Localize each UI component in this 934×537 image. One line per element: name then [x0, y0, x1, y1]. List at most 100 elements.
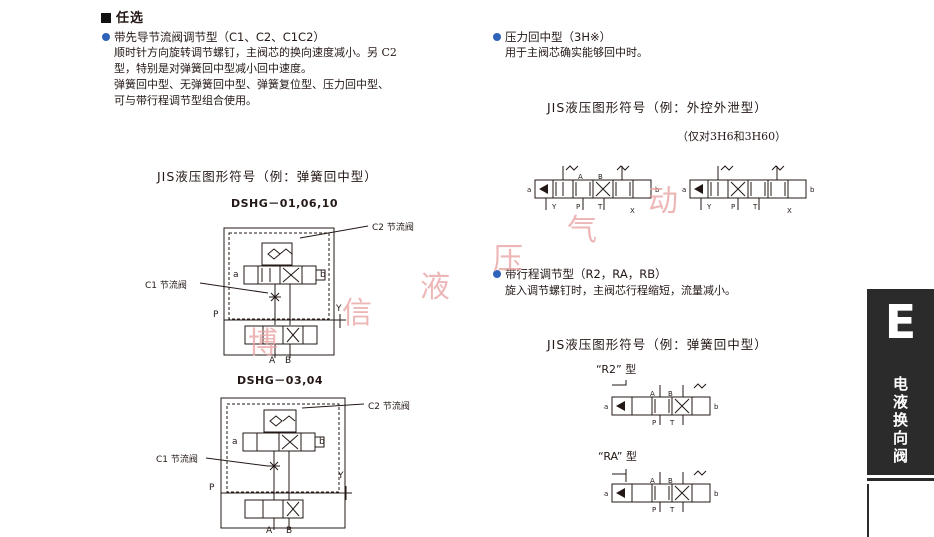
sym1-cross: [595, 181, 611, 197]
watermark-char: 液: [420, 270, 450, 305]
c2-throttle-box-2: [263, 409, 297, 433]
section-title-text: 任选: [116, 11, 145, 26]
tab-char: 向: [892, 429, 908, 447]
ra-screw: [612, 469, 627, 482]
tab-lower-block: [867, 484, 934, 537]
option-heading-pressure: 压力回中型（3H※）: [493, 29, 611, 45]
diagram2-pilot-frame: [226, 403, 340, 493]
sym2-label-Y: Y: [707, 203, 712, 211]
sym2-springs: [720, 165, 785, 171]
ra-spring: [693, 470, 707, 476]
sym2-cross: [730, 181, 746, 197]
figure-caption-left: JIS液压图形符号（例：弹簧回中型）: [157, 169, 378, 184]
diagram1-pilot-frame: [228, 232, 330, 320]
main-cross-2: [286, 501, 300, 517]
option-heading-stroke-text: 带行程调节型（R2，RA，RB）: [505, 267, 667, 281]
model-label-2: DSHG－03,04: [237, 374, 324, 387]
watermark-char: 压: [493, 242, 523, 277]
tab-char: 液: [892, 393, 908, 411]
port-a-label-2: A: [266, 526, 273, 536]
port-y-label-2: Y: [338, 471, 344, 481]
r2-label-A: A: [650, 390, 655, 398]
section-tab-letter: E: [884, 295, 917, 349]
main-lines: [274, 284, 291, 325]
option-heading-pressure-text: 压力回中型（3H※）: [505, 30, 612, 44]
port-p-label-1: P: [213, 310, 219, 320]
sym2-label-X: X: [787, 207, 792, 215]
port-b-solenoid-1: b: [320, 270, 326, 280]
diagram1-frame: [223, 227, 335, 356]
port-p-label-2: P: [209, 483, 215, 493]
port-lines: [274, 344, 291, 358]
option-desc-pressure: 用于主阀芯确实能够回中时。: [505, 46, 648, 59]
sym2-label-T: T: [753, 203, 758, 211]
sym1-flow: [555, 182, 631, 196]
r2-label-T: T: [670, 419, 675, 427]
ra-arrow: [616, 488, 625, 498]
sym1-label-A: A: [578, 173, 583, 181]
parallel-lines: [261, 268, 271, 282]
desc-line: 弹簧回中型、无弹簧回中型、弹簧复位型、压力回中型、: [114, 78, 389, 91]
sym1-arrow: [539, 184, 548, 194]
ra-solenoid-b: [691, 483, 711, 503]
blue-bullet-icon: [493, 33, 501, 41]
port-a-solenoid-1: a: [233, 270, 239, 280]
ra-cross: [674, 485, 690, 501]
port-a-label-1: A: [269, 356, 276, 366]
sym1-label-X: X: [630, 207, 635, 215]
sym1-label-P: P: [576, 203, 581, 211]
main-lines-2: [273, 451, 290, 500]
main-cross: [286, 327, 300, 343]
ra-label-A: A: [650, 477, 655, 485]
main-spring-right: [302, 325, 318, 345]
figure-note-right-1: （仅对3H6和3H60）: [677, 130, 787, 143]
pilot-line-2: [221, 486, 352, 500]
option-desc-throttle: 顺时针方向旋转调节螺钉，主阀芯的换向速度减小。另 C2 型，特别是对弹簧回中型减…: [114, 45, 397, 109]
desc-line: 顺时针方向旋转调节螺钉，主阀芯的换向速度减小。另 C2: [114, 46, 397, 59]
desc-line: 可与带行程调节型组合使用。: [114, 94, 257, 107]
port-y-label-1: Y: [336, 304, 342, 314]
section-tab-label: 电 液 换 向 阀: [867, 375, 934, 465]
r2-label-P: P: [652, 419, 657, 427]
r2-solenoid-b: [691, 396, 711, 416]
sym2-arrow: [694, 184, 703, 194]
sym1-ports: [545, 166, 623, 210]
r2-lines: [654, 385, 684, 425]
sym2-ports: [700, 166, 778, 210]
watermark-char: 博: [248, 326, 278, 361]
tab-char: 换: [892, 411, 908, 429]
port-lines-2: [273, 518, 290, 530]
r2-label-B: B: [668, 390, 673, 398]
sym2-flow: [710, 182, 786, 196]
ra-label-a: a: [604, 490, 609, 498]
option-heading-stroke: 带行程调节型（R2，RA，RB）: [493, 266, 667, 282]
tab-char: 阀: [892, 447, 908, 465]
sym1-solenoid-b: [632, 179, 652, 199]
check-valve-shape: [267, 248, 293, 260]
c2-throttle-label: C2 节流阀: [372, 223, 414, 233]
blue-bullet-icon: [493, 270, 501, 278]
sym2-solenoid-b: [787, 179, 807, 199]
c1-throttle-label-2: C1 节流阀: [156, 455, 198, 465]
sym1-label-a: a: [527, 186, 532, 194]
sym2-label-P: P: [731, 203, 736, 211]
r2-spring: [693, 383, 707, 389]
port-b-solenoid-2: b: [319, 437, 325, 447]
r2-label-a: a: [604, 403, 609, 411]
r2-label-b: b: [714, 403, 719, 411]
port-b-label-2: B: [286, 526, 293, 536]
square-bullet-icon: [101, 13, 111, 23]
type-ra-label: “RA” 型: [598, 450, 637, 463]
c1-leader-2: [205, 457, 269, 467]
r2-arrow: [616, 401, 625, 411]
port-a-solenoid-2: a: [232, 437, 238, 447]
watermark-char: 动: [648, 184, 678, 219]
cross-arrows-2: [281, 434, 299, 450]
c2-leader: [299, 225, 369, 239]
ra-label-B: B: [668, 477, 673, 485]
watermark-char: 气: [567, 213, 597, 248]
solenoid-b: [315, 269, 326, 281]
desc-line: 型，特别是对弹簧回中型减小回中速度。: [114, 62, 312, 75]
